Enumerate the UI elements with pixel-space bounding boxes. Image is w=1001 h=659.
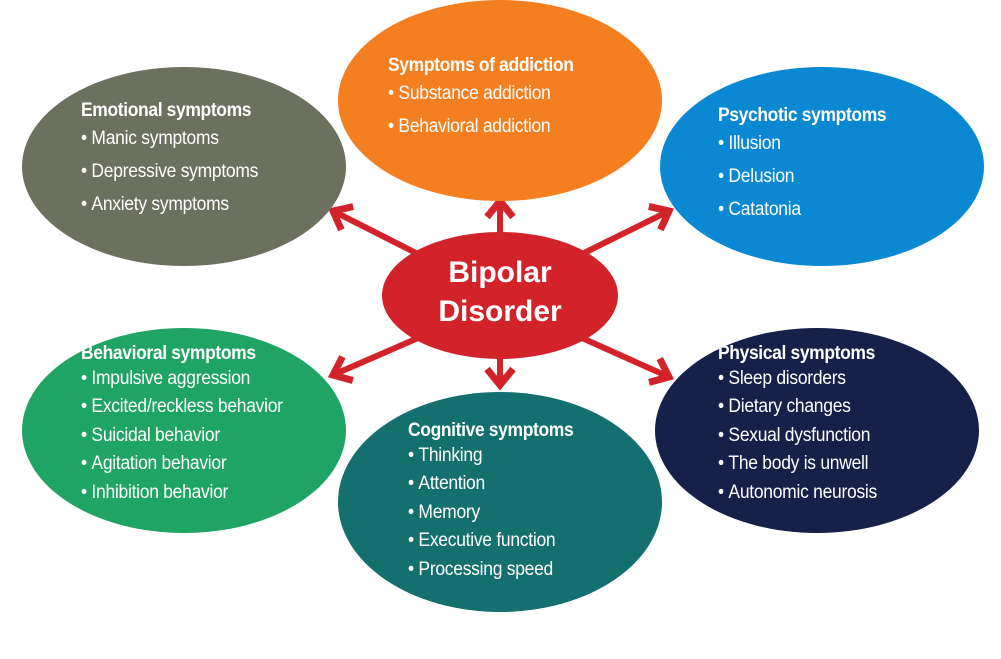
list-item: Illusion xyxy=(718,127,886,160)
emotional-symptoms-list: Manic symptoms Depressive symptoms Anxie… xyxy=(81,122,274,221)
list-item: Depressive symptoms xyxy=(81,155,258,188)
arrow-to-physical xyxy=(580,335,675,386)
list-item: Agitation behavior xyxy=(81,450,283,478)
physical-symptoms-text: Physical symptoms Sleep disorders Dietar… xyxy=(718,343,891,507)
arrow-shaft xyxy=(334,209,420,257)
list-item: Processing speed xyxy=(408,556,573,584)
list-item: Substance addiction xyxy=(388,77,574,110)
behavioral-symptoms-list: Impulsive aggression Excited/reckless be… xyxy=(81,365,300,507)
arrow-to-addiction xyxy=(484,195,516,234)
psychotic-symptoms-title: Psychotic symptoms xyxy=(718,105,887,126)
physical-symptoms-title: Physical symptoms xyxy=(718,343,875,364)
arrowhead-icon xyxy=(648,203,674,232)
bipolar-disorder-center-node xyxy=(382,232,618,359)
behavioral-symptoms-title: Behavioral symptoms xyxy=(81,343,256,364)
addiction-symptoms-list: Substance addiction Behavioral addiction xyxy=(388,77,590,143)
cognitive-symptoms-text: Cognitive symptoms Thinking Attention Me… xyxy=(408,420,588,584)
arrowhead-icon xyxy=(484,195,516,220)
list-item: Memory xyxy=(408,499,573,527)
cognitive-symptoms-list: Thinking Attention Memory Executive func… xyxy=(408,442,588,584)
list-item: Manic symptoms xyxy=(81,122,258,155)
list-item: Anxiety symptoms xyxy=(81,188,258,221)
list-item: Delusion xyxy=(718,160,886,193)
physical-symptoms-list: Sleep disorders Dietary changes Sexual d… xyxy=(718,365,891,507)
arrowhead-icon xyxy=(328,203,354,232)
arrowhead-icon xyxy=(648,357,675,386)
arrow-shaft xyxy=(580,335,668,379)
arrow-to-behavioral xyxy=(327,335,420,384)
emotional-symptoms-title: Emotional symptoms xyxy=(81,100,252,121)
center-title-line2: Disorder xyxy=(438,295,562,328)
arrow-to-emotional xyxy=(328,203,420,257)
list-item: Dietary changes xyxy=(718,393,877,421)
list-item: Impulsive aggression xyxy=(81,365,283,393)
list-item: The body is unwell xyxy=(718,450,877,478)
emotional-symptoms-text: Emotional symptoms Manic symptoms Depres… xyxy=(81,100,274,221)
addiction-symptoms-text: Symptoms of addiction Substance addictio… xyxy=(388,55,590,143)
arrow-shaft xyxy=(580,209,668,257)
psychotic-symptoms-list: Illusion Delusion Catatonia xyxy=(718,127,901,226)
list-item: Excited/reckless behavior xyxy=(81,393,283,421)
center-title-line1: Bipolar xyxy=(448,256,552,289)
list-item: Sexual dysfunction xyxy=(718,422,877,450)
list-item: Catatonia xyxy=(718,193,886,226)
behavioral-symptoms-text: Behavioral symptoms Impulsive aggression… xyxy=(81,343,300,507)
cognitive-symptoms-title: Cognitive symptoms xyxy=(408,420,574,441)
arrow-shaft xyxy=(334,335,420,377)
list-item: Attention xyxy=(408,470,573,498)
list-item: Executive function xyxy=(408,527,573,555)
arrowhead-icon xyxy=(484,366,516,391)
arrow-to-cognitive xyxy=(484,358,516,391)
list-item: Inhibition behavior xyxy=(81,479,283,507)
psychotic-symptoms-text: Psychotic symptoms Illusion Delusion Cat… xyxy=(718,105,901,226)
center-title: Bipolar Disorder xyxy=(382,253,618,331)
arrowhead-icon xyxy=(327,355,354,384)
arrow-to-psychotic xyxy=(580,203,674,257)
list-item: Sleep disorders xyxy=(718,365,877,393)
list-item: Suicidal behavior xyxy=(81,422,283,450)
list-item: Thinking xyxy=(408,442,573,470)
list-item: Autonomic neurosis xyxy=(718,479,877,507)
list-item: Behavioral addiction xyxy=(388,110,574,143)
addiction-symptoms-title: Symptoms of addiction xyxy=(388,55,574,76)
